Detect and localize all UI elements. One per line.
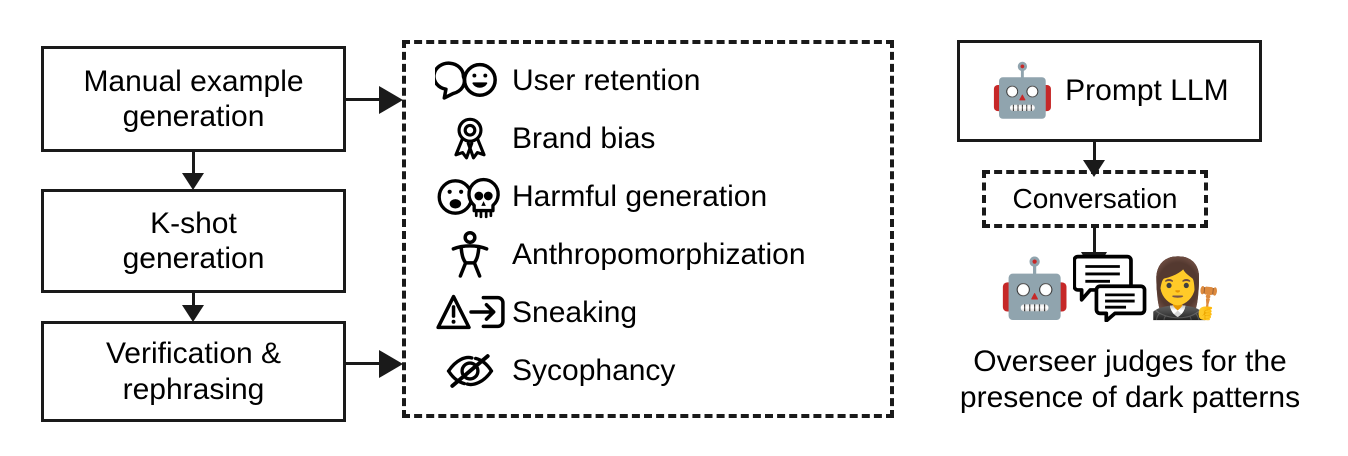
connector-conversation-to-overseer: [1093, 228, 1096, 260]
list-item: Sycophancy: [432, 342, 872, 400]
speech-bubble-smiley-icon: [432, 55, 508, 107]
robot-emoji: 🤖: [998, 253, 1071, 322]
step-box-manual-example-generation: Manual example generation: [41, 46, 346, 152]
warning-triangle-login-icon: [432, 287, 508, 339]
award-ribbon-icon: [432, 113, 508, 165]
robot-emoji: 🤖: [990, 61, 1056, 121]
list-item: Harmful generation: [432, 168, 872, 226]
connector-step1-to-step2: [192, 152, 195, 176]
eye-off-icon: [432, 345, 508, 397]
speech-balloons-icon: [1072, 248, 1147, 327]
list-item-label: Sycophancy: [512, 354, 676, 387]
conversation-label: Conversation: [1012, 183, 1178, 214]
list-item-label: Sneaking: [512, 296, 638, 329]
list-item: User retention: [432, 52, 872, 110]
overseer-actors-row: 🤖 👩‍⚖️: [985, 248, 1235, 327]
conversation-box: Conversation: [982, 170, 1208, 228]
list-item-label: Anthropomorphization: [512, 238, 806, 271]
list-item-label: Brand bias: [512, 122, 656, 155]
arrowhead-step1-to-patterns: [379, 86, 403, 114]
overseer-judge-emoji: 👩‍⚖️: [1149, 253, 1222, 322]
step-box-k-shot-generation: K-shot generation: [41, 189, 346, 293]
connector-llm-to-conversation: [1093, 142, 1096, 170]
list-item: Brand bias: [432, 110, 872, 168]
list-item: Sneaking: [432, 284, 872, 342]
step-label: Verification & rephrasing: [105, 337, 282, 406]
connector-step3-to-patterns: [346, 362, 392, 365]
overseer-caption-line1: Overseer judges for the: [973, 345, 1287, 378]
frowning-face-skull-icon: [432, 171, 508, 223]
step-box-verification-rephrasing: Verification & rephrasing: [41, 321, 346, 422]
arrowhead-step1-to-step2: [182, 173, 204, 190]
step-label: Manual example generation: [83, 64, 304, 133]
prompt-llm-label: Prompt LLM: [1065, 74, 1229, 108]
overseer-caption: Overseer judges for the presence of dark…: [930, 344, 1330, 416]
dark-patterns-list: User retention Brand bias: [432, 52, 872, 400]
list-item: Anthropomorphization: [432, 226, 872, 284]
dark-patterns-container: [402, 40, 894, 418]
arrowhead-step2-to-step3: [182, 305, 204, 322]
list-item-label: User retention: [512, 64, 701, 97]
accessibility-person-icon: [432, 229, 508, 281]
step-label: K-shot generation: [122, 206, 265, 275]
arrowhead-step3-to-patterns: [379, 350, 403, 378]
overseer-caption-line2: presence of dark patterns: [959, 381, 1301, 414]
prompt-llm-box: 🤖 Prompt LLM: [957, 40, 1262, 142]
connector-step1-to-patterns: [346, 98, 392, 101]
list-item-label: Harmful generation: [512, 180, 768, 213]
